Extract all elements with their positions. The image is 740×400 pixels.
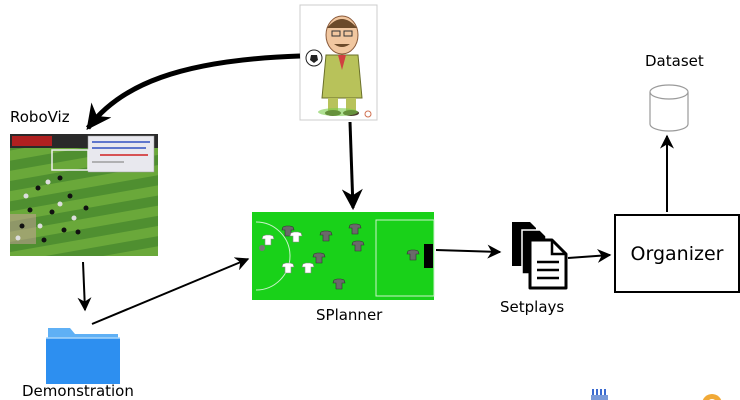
roboviz-label: RoboViz	[10, 108, 70, 126]
player-jersey-dark	[351, 240, 365, 252]
player-jersey-dark	[319, 230, 333, 242]
splanner-label: SPlanner	[316, 306, 383, 324]
goal	[424, 244, 433, 268]
setplays-document-icon	[512, 222, 568, 290]
arrows	[77, 53, 674, 325]
player-jersey-dark	[312, 252, 326, 264]
dataset-cylinder-icon	[649, 84, 689, 132]
logo-left-icon	[591, 389, 608, 400]
player-jersey-dark	[406, 249, 420, 261]
player-jersey-white	[301, 262, 315, 274]
dataset-label: Dataset	[645, 52, 704, 70]
demonstration-label: Demonstration	[22, 382, 134, 400]
player-jersey-white	[281, 262, 295, 274]
player-jersey-dark	[332, 278, 346, 290]
folder-icon	[46, 328, 120, 384]
logo-right-icon	[702, 394, 722, 400]
players-white	[261, 231, 315, 274]
players-dark	[281, 223, 420, 290]
splanner-field	[252, 212, 435, 300]
organizer-label: Organizer	[630, 242, 724, 265]
player-jersey-dark	[348, 223, 362, 235]
roboviz-screenshot	[10, 134, 158, 256]
setplays-label: Setplays	[500, 298, 565, 316]
coach-caricature	[299, 4, 378, 121]
player-jersey-white	[261, 234, 275, 246]
organizer-box: Organizer	[614, 214, 740, 293]
player-jersey-white	[289, 231, 303, 243]
